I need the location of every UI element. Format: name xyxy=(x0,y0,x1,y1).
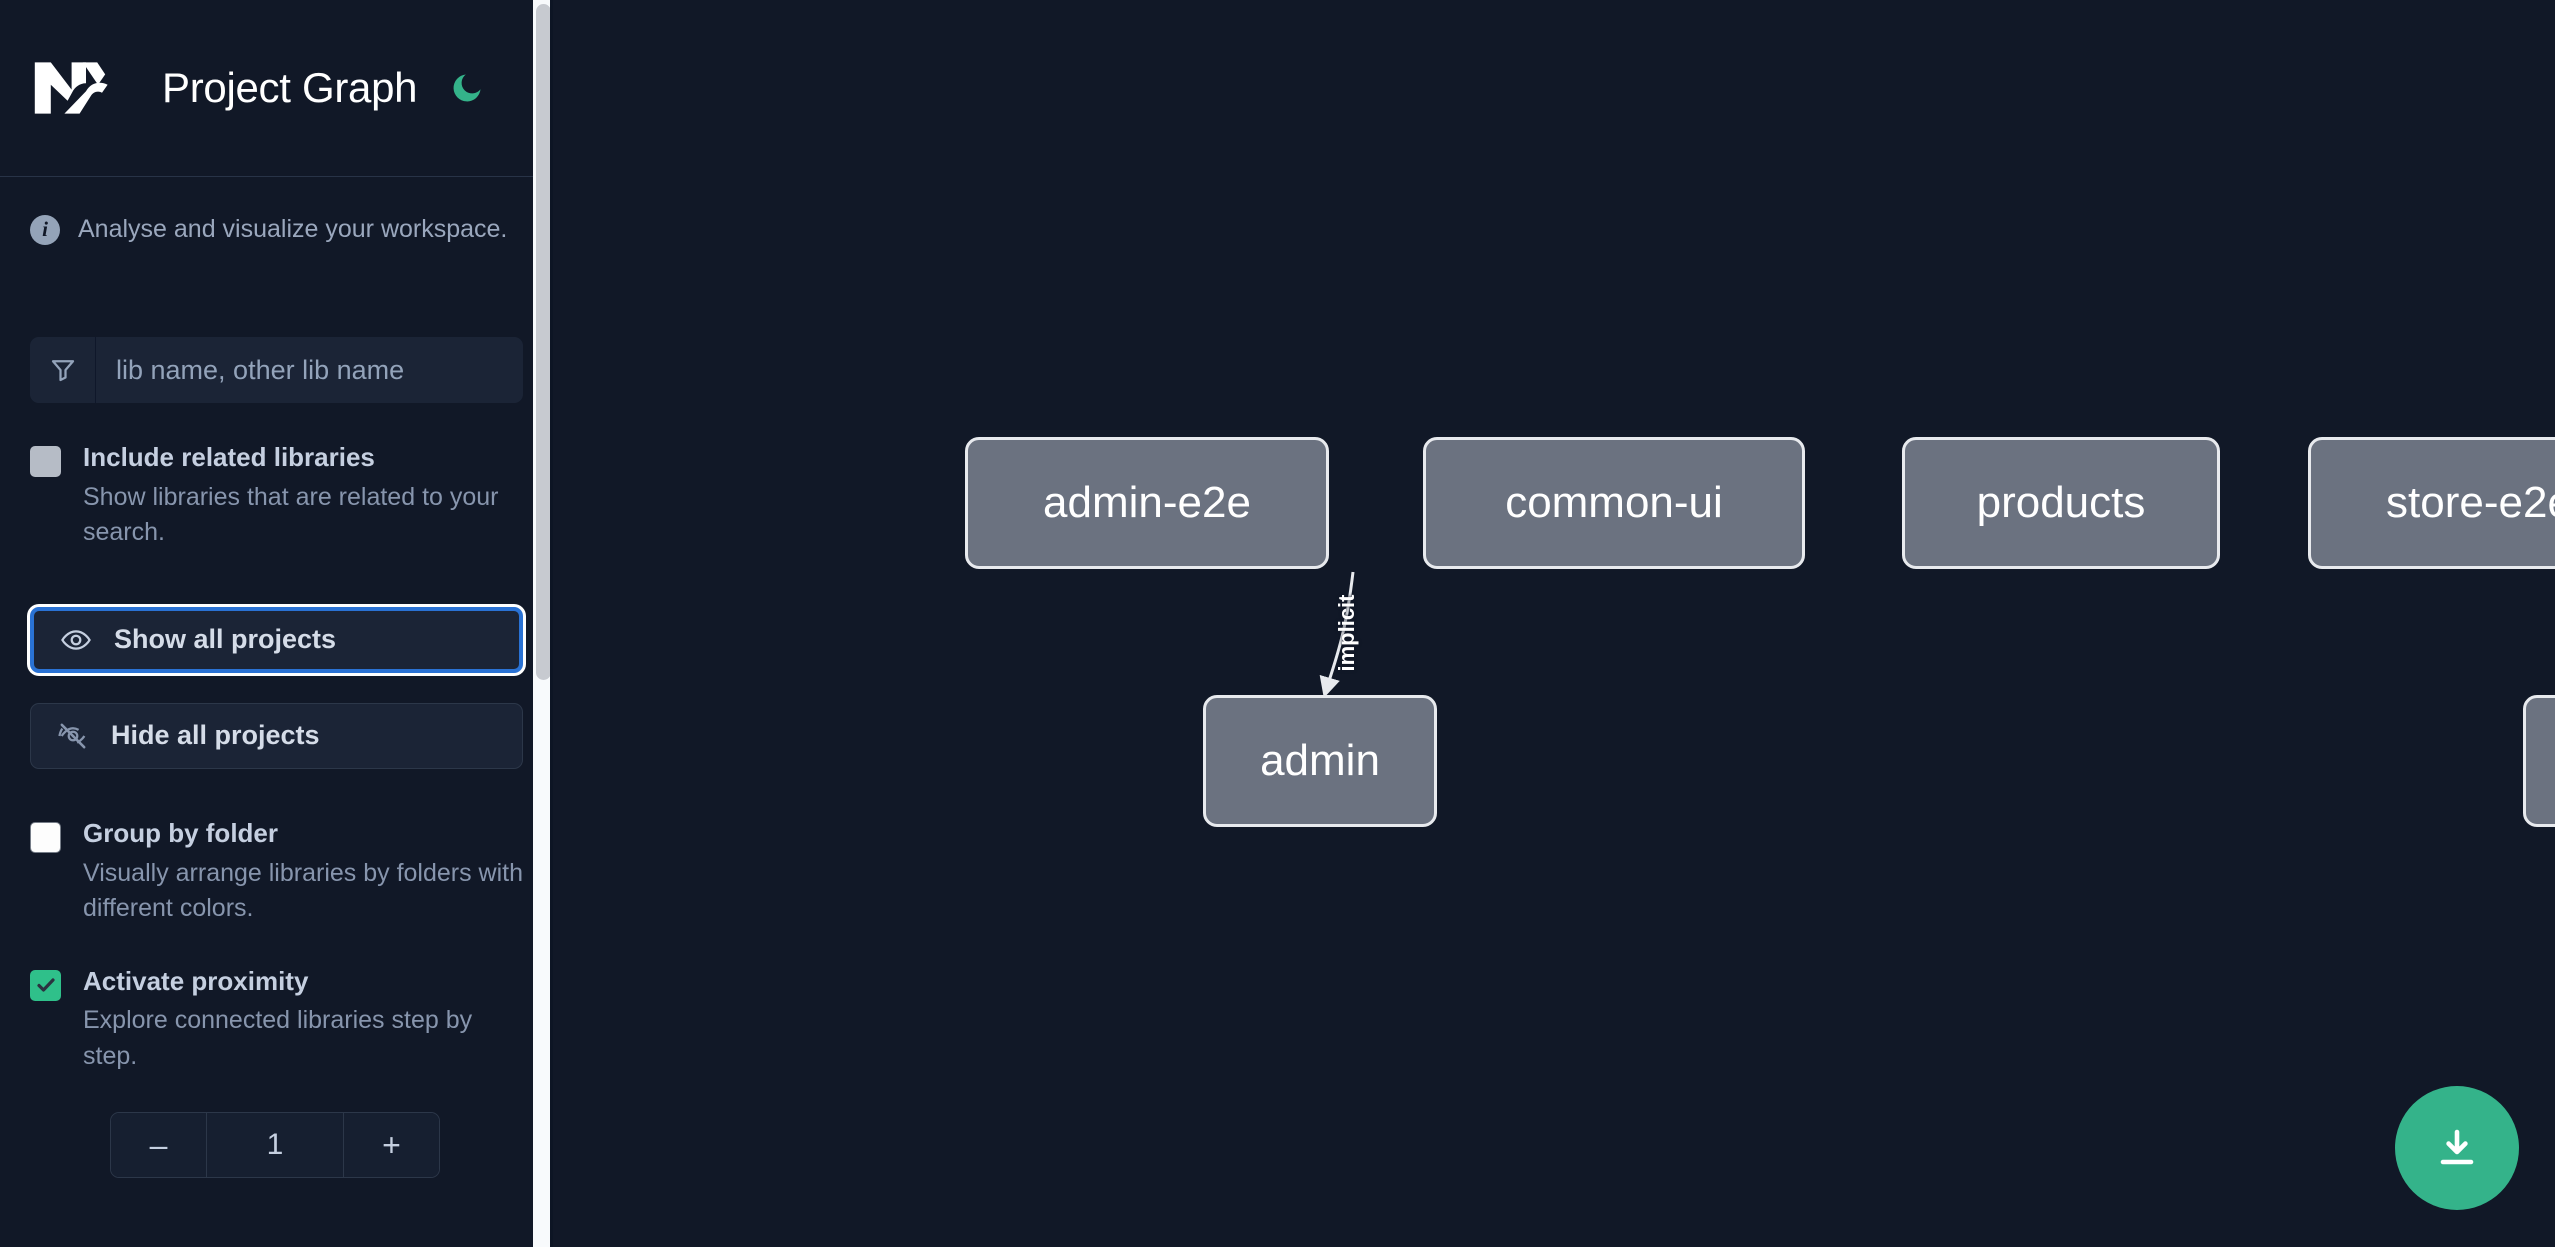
edge-admin-e2e-to-admin xyxy=(1319,571,1355,699)
checkbox-group-by-folder[interactable] xyxy=(30,821,61,853)
graph-node-admin[interactable]: admin xyxy=(1203,695,1437,827)
checkbox-include-related-libraries[interactable] xyxy=(30,446,61,477)
stepper-increment-button[interactable]: + xyxy=(343,1113,439,1178)
option-title: Activate proximity xyxy=(83,965,309,996)
option-description: Visually arrange libraries by folders wi… xyxy=(83,858,524,923)
graph-node-store-e2e[interactable]: store-e2e xyxy=(2308,437,2555,569)
show-all-projects-label: Show all projects xyxy=(114,624,337,655)
moon-icon[interactable] xyxy=(445,66,489,110)
tagline-text: Analyse and visualize your workspace. xyxy=(78,215,508,243)
checkbox-activate-proximity[interactable] xyxy=(30,969,61,1001)
sidebar: Project Graph i Analyse and visualize yo… xyxy=(0,0,553,1247)
option-group-by-folder[interactable]: Group by folder Visually arrange librari… xyxy=(30,817,523,927)
info-icon: i xyxy=(30,214,60,245)
option-description: Show libraries that are related to your … xyxy=(83,482,499,547)
filter-field[interactable] xyxy=(30,337,523,403)
show-all-projects-button[interactable]: Show all projects xyxy=(30,606,523,673)
search-input[interactable] xyxy=(96,337,523,403)
option-title: Group by folder xyxy=(83,817,278,848)
graph-node-admin-e2e[interactable]: admin-e2e xyxy=(965,437,1329,569)
edge-label-implicit-admin: implicit xyxy=(1334,594,1359,672)
stepper-decrement-button[interactable]: – xyxy=(111,1113,207,1178)
eye-slash-icon xyxy=(57,720,89,752)
page-title: Project Graph xyxy=(162,64,418,111)
funnel-icon xyxy=(30,337,96,403)
hide-all-projects-label: Hide all projects xyxy=(111,720,320,751)
graph-node-products[interactable]: products xyxy=(1902,437,2220,569)
check-icon xyxy=(36,978,55,992)
sidebar-header: Project Graph xyxy=(0,0,553,177)
nx-logo-icon xyxy=(30,55,126,121)
graph-canvas[interactable]: admin-e2e common-ui products store-e2e a… xyxy=(553,0,2555,1247)
graph-edges xyxy=(1319,571,1355,699)
download-icon xyxy=(2440,1129,2474,1165)
hide-all-projects-button[interactable]: Hide all projects xyxy=(30,702,523,769)
sidebar-scrollbar[interactable] xyxy=(533,0,553,1247)
sidebar-scrollbar-thumb[interactable] xyxy=(536,4,551,680)
option-activate-proximity[interactable]: Activate proximity Explore connected lib… xyxy=(30,965,523,1075)
eye-icon xyxy=(60,624,92,656)
option-description: Explore connected libraries step by step… xyxy=(83,1006,473,1070)
sidebar-body: i Analyse and visualize your workspace. … xyxy=(0,177,553,1179)
option-include-related-libraries[interactable]: Include related libraries Show libraries… xyxy=(30,441,523,551)
proximity-stepper[interactable]: – 1 + xyxy=(110,1112,440,1179)
tagline: i Analyse and visualize your workspace. xyxy=(30,177,523,282)
graph-node-common-ui[interactable]: common-ui xyxy=(1423,437,1805,569)
download-graph-button[interactable] xyxy=(2395,1086,2519,1210)
option-title: Include related libraries xyxy=(83,442,375,472)
sidebar-divider xyxy=(550,0,553,1247)
graph-node-store[interactable]: store xyxy=(2523,695,2555,827)
stepper-value: 1 xyxy=(207,1113,343,1178)
